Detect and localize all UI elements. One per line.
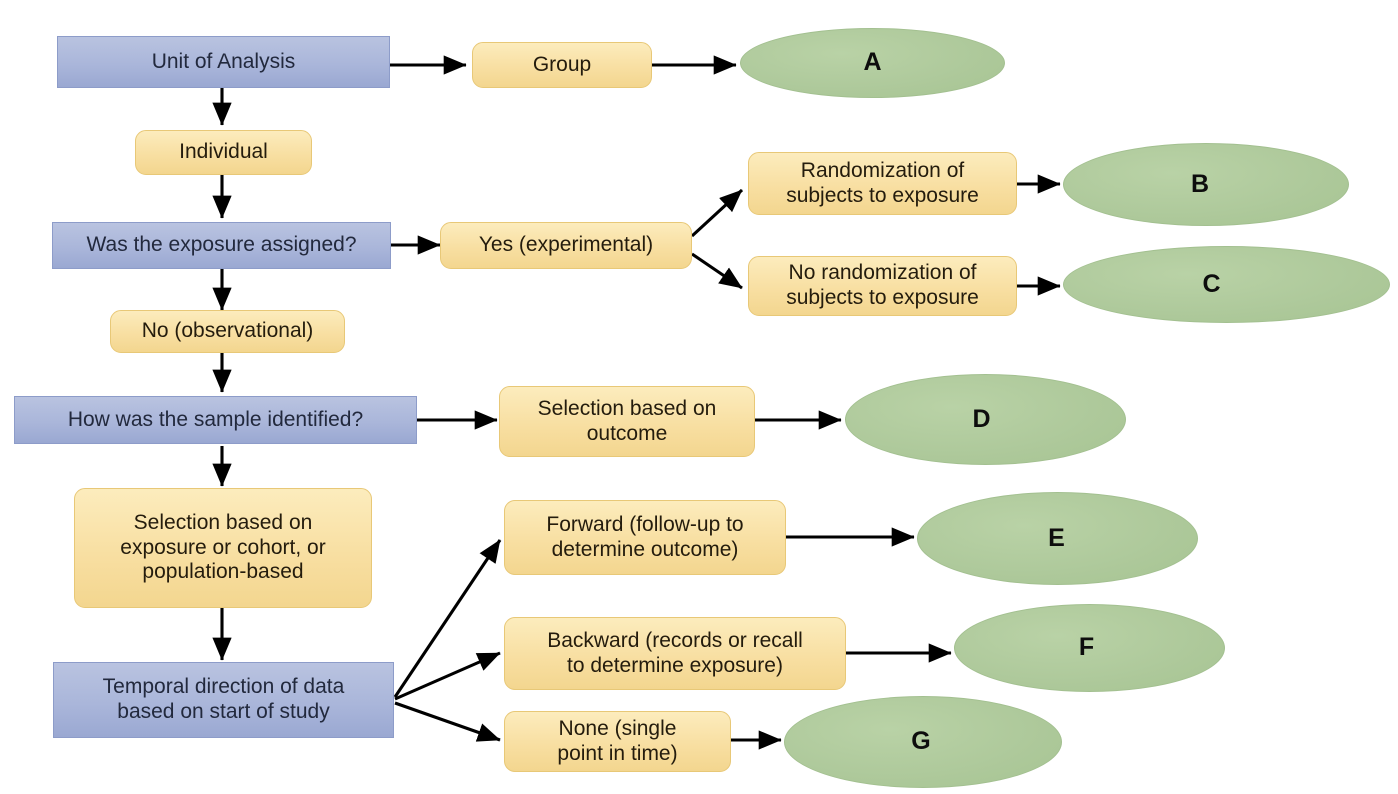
edge-yes-to-randomization: [690, 188, 744, 238]
node-no-observational[interactable]: No (observational): [110, 310, 345, 353]
node-forward[interactable]: Forward (follow-up to determine outcome): [504, 500, 786, 575]
node-backward[interactable]: Backward (records or recall to determine…: [504, 617, 846, 690]
node-label-line1: No randomization of: [788, 261, 977, 285]
node-result-b[interactable]: B: [1063, 143, 1349, 226]
node-label: A: [863, 48, 882, 77]
node-label: Individual: [179, 140, 268, 164]
node-label: Was the exposure assigned?: [86, 233, 357, 257]
node-exposure-assigned[interactable]: Was the exposure assigned?: [52, 222, 391, 269]
node-label-line1: Selection based on: [537, 396, 717, 420]
node-result-g[interactable]: G: [784, 696, 1062, 788]
edge-temporal-to-none: [394, 701, 501, 742]
node-label: Unit of Analysis: [151, 49, 296, 73]
node-result-d[interactable]: D: [845, 374, 1126, 465]
node-temporal-direction[interactable]: Temporal direction of data based on star…: [53, 662, 394, 738]
node-label: D: [972, 404, 991, 433]
node-label-line1: Temporal direction of data: [102, 675, 345, 699]
node-label: How was the sample identified?: [67, 407, 364, 431]
node-label: Yes (experimental): [478, 233, 654, 257]
node-selection-outcome[interactable]: Selection based on outcome: [499, 386, 755, 457]
node-label-line1: Backward (records or recall: [547, 628, 803, 652]
node-label: C: [1202, 269, 1221, 298]
node-label-line1: None (single: [558, 716, 677, 740]
node-result-c[interactable]: C: [1063, 246, 1390, 323]
node-label-line2: outcome: [586, 421, 668, 445]
node-group[interactable]: Group: [472, 42, 652, 88]
node-label-line1: Selection based on: [133, 510, 313, 534]
edge-temporal-to-backward: [394, 651, 501, 701]
node-label-line2: to determine exposure): [567, 653, 783, 677]
node-result-e[interactable]: E: [917, 492, 1198, 585]
node-label-line2: point in time): [557, 741, 678, 765]
node-label-line2: determine outcome): [551, 537, 739, 561]
node-label-line1: Forward (follow-up to: [546, 512, 744, 536]
node-randomization[interactable]: Randomization of subjects to exposure: [748, 152, 1017, 215]
node-no-randomization[interactable]: No randomization of subjects to exposure: [748, 256, 1017, 316]
node-label-line2: subjects to exposure: [786, 183, 979, 207]
edge-temporal-to-forward: [393, 539, 502, 698]
node-label: Group: [532, 52, 592, 76]
node-selection-exposure[interactable]: Selection based on exposure or cohort, o…: [74, 488, 372, 608]
node-unit-of-analysis[interactable]: Unit of Analysis: [57, 36, 390, 88]
node-label: No (observational): [141, 319, 314, 343]
node-label-line3: population-based: [142, 560, 304, 584]
node-label-line2: exposure or cohort, or: [120, 535, 326, 559]
edge-yes-to-norandomization: [691, 252, 743, 290]
node-label: E: [1048, 523, 1065, 552]
node-label-line2: based on start of study: [117, 700, 330, 723]
node-label: F: [1078, 633, 1095, 662]
node-label-line2: subjects to exposure: [786, 286, 979, 309]
node-individual[interactable]: Individual: [135, 130, 312, 175]
node-label: B: [1190, 169, 1210, 198]
node-label-line1: Randomization of: [800, 158, 965, 182]
node-label: G: [911, 727, 931, 756]
node-result-f[interactable]: F: [954, 604, 1225, 692]
node-none-single-point[interactable]: None (single point in time): [504, 711, 731, 772]
node-yes-experimental[interactable]: Yes (experimental): [440, 222, 692, 269]
node-sample-identified[interactable]: How was the sample identified?: [14, 396, 417, 444]
node-result-a[interactable]: A: [740, 28, 1005, 98]
